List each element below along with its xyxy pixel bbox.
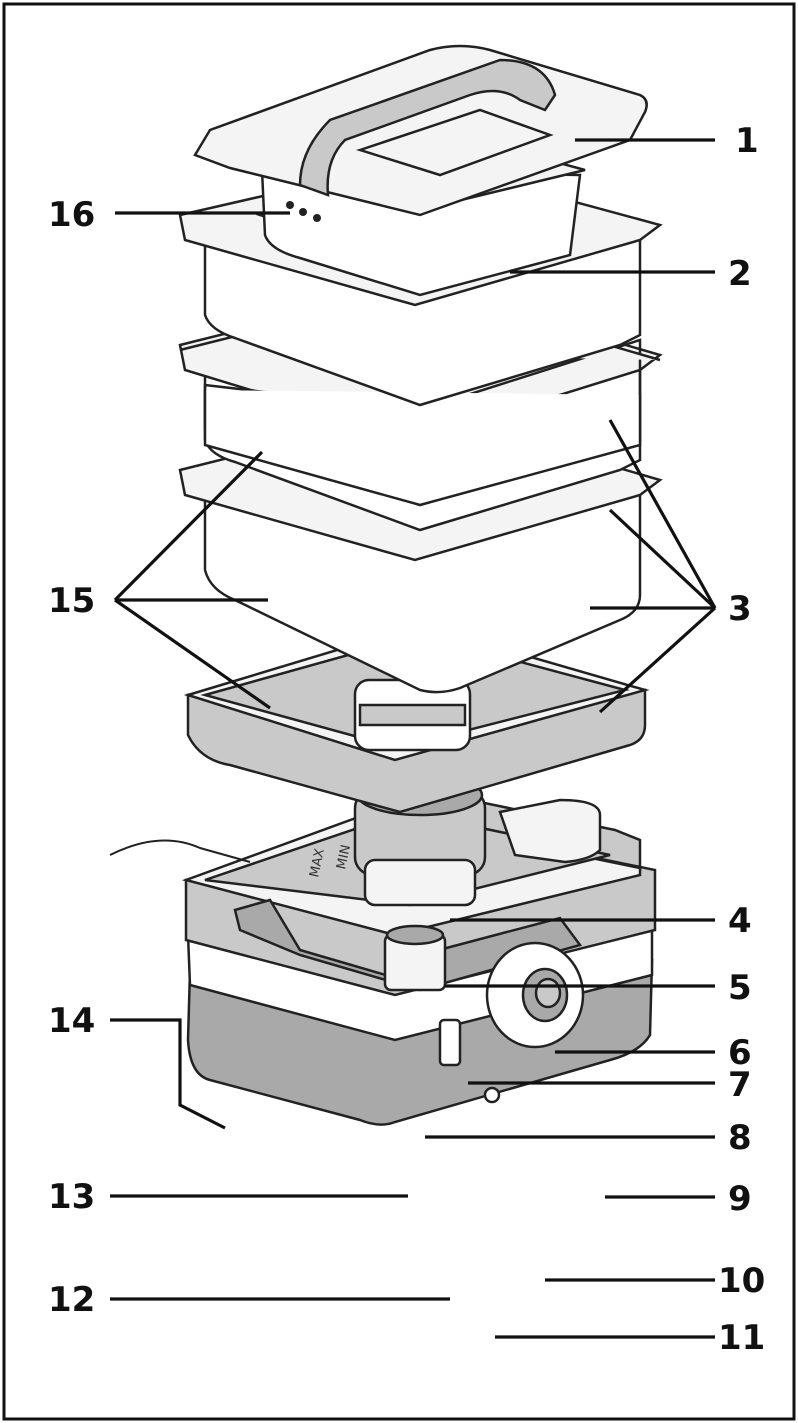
callout-12: 12 (48, 1280, 95, 1320)
callout-8: 8 (728, 1118, 752, 1158)
lid (193, 44, 648, 222)
steam-vent-hole (299, 208, 307, 216)
water-min-mark: MIN (334, 843, 354, 870)
callout-13: 13 (48, 1177, 95, 1217)
timer-dial (485, 941, 585, 1049)
leader-line-14 (110, 1018, 226, 1130)
callout-3: 3 (728, 589, 752, 629)
callout-15: 15 (48, 581, 95, 621)
callout-16: 16 (48, 195, 95, 235)
water-max-mark: MAX (307, 847, 328, 879)
callout-9: 9 (728, 1179, 752, 1219)
leader-lines (110, 138, 717, 1339)
callout-14: 14 (48, 1001, 95, 1041)
callout-11: 11 (718, 1318, 765, 1358)
callout-6: 6 (728, 1033, 752, 1073)
steam-vent-hole (286, 201, 294, 209)
callout-10: 10 (718, 1261, 765, 1301)
leader-line-15a (113, 450, 264, 602)
power-indicator (438, 1018, 462, 1067)
pilot-light (483, 1086, 501, 1104)
leader-line-15c (114, 598, 271, 710)
steam-vent-hole (313, 214, 321, 222)
base-unit: MAX MIN (109, 773, 657, 1126)
callout-4: 4 (728, 901, 752, 941)
callout-7: 7 (728, 1065, 752, 1105)
power-cord (109, 839, 251, 863)
leader-line-3c (598, 606, 717, 714)
callout-5: 5 (728, 968, 752, 1008)
callout-1: 1 (735, 121, 759, 161)
callout-numbers: 1 2 3 4 5 6 7 8 9 10 11 12 13 14 15 16 (48, 121, 765, 1358)
callout-2: 2 (728, 254, 752, 294)
